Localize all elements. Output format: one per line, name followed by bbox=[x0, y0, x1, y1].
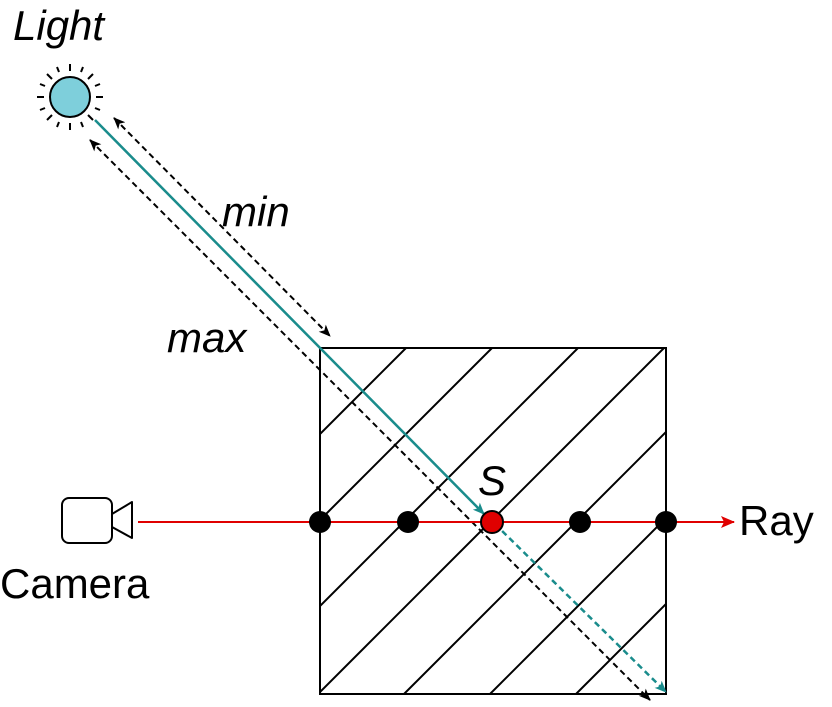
light-ray-dashed bbox=[494, 523, 667, 693]
light-label: Light bbox=[13, 2, 106, 49]
camera-icon bbox=[61, 497, 133, 544]
max-distance-arrow bbox=[89, 139, 651, 701]
light-ray bbox=[94, 119, 667, 693]
max-label: max bbox=[167, 314, 248, 361]
sample-s-label: S bbox=[478, 457, 506, 504]
sun-icon bbox=[37, 64, 103, 130]
sample-point-s bbox=[480, 510, 504, 534]
sample-point bbox=[397, 511, 419, 533]
light-ray-solid bbox=[94, 119, 485, 515]
sample-points bbox=[309, 510, 677, 534]
camera-label: Camera bbox=[0, 560, 150, 607]
sample-point bbox=[569, 511, 591, 533]
ray-label: Ray bbox=[739, 497, 814, 544]
sample-point bbox=[309, 511, 331, 533]
min-label: min bbox=[222, 188, 290, 235]
sample-point bbox=[655, 511, 677, 533]
